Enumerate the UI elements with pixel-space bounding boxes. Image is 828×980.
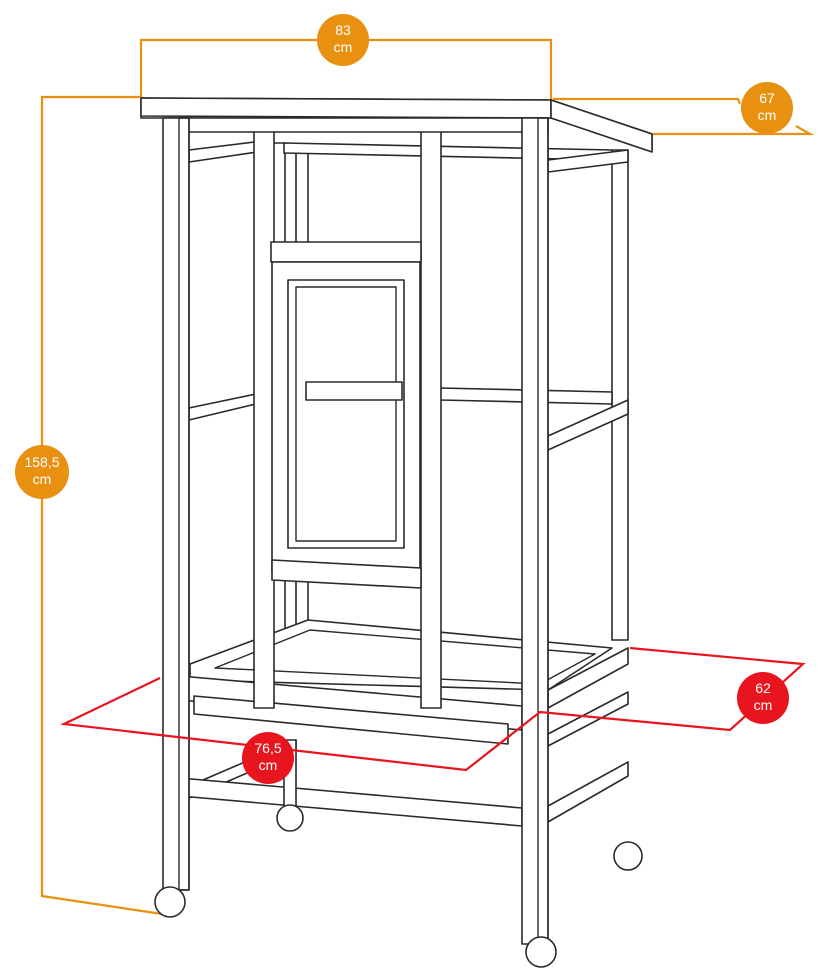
badge-top-width-unit: cm (334, 39, 353, 55)
wheel-front-right (525, 936, 557, 968)
badge-tray-depth-unit: cm (754, 697, 773, 713)
door-glass (295, 286, 397, 542)
badge-top-width: 83 cm (317, 14, 369, 66)
top-panel-side (550, 99, 653, 153)
badge-top-width-value: 83 (335, 22, 351, 38)
door-header (270, 241, 422, 263)
left-mid-side-rail (188, 393, 257, 421)
inner-left-bar (253, 127, 275, 709)
door-handle-bar (305, 381, 403, 401)
badge-tray-depth: 62 cm (737, 672, 789, 724)
lower-right-side-rail (547, 761, 629, 823)
badge-tray-width-value: 76,5 (254, 740, 281, 756)
red-dimension-lines (60, 646, 806, 772)
badge-top-depth-unit: cm (758, 107, 777, 123)
back-right-post (611, 149, 629, 641)
lower-front-rail (179, 777, 523, 827)
front-right-post (521, 117, 549, 945)
height-dimension-line (40, 95, 163, 916)
door-bottom-rail (271, 559, 422, 589)
inner-right-bar (420, 129, 442, 709)
door-inner-frame (287, 279, 405, 549)
badge-tray-width: 76,5 cm (242, 732, 294, 784)
wheel-front-left (154, 886, 186, 918)
top-panel-front-edge (140, 97, 552, 119)
top-depth-dimension-line (553, 97, 742, 105)
wheel-back-right (613, 841, 643, 871)
badge-tray-depth-value: 62 (755, 680, 771, 696)
badge-height-value: 158,5 (24, 454, 59, 470)
badge-tray-width-unit: cm (259, 757, 278, 773)
front-top-rail (163, 117, 549, 133)
top-depth-dimension-line-lower (653, 125, 815, 136)
badge-top-depth-value: 67 (759, 90, 775, 106)
cage-outline (140, 97, 653, 968)
wheel-back-left (276, 804, 304, 832)
front-left-post-edge (178, 117, 190, 891)
tray-width-dimension-line (60, 646, 806, 772)
badge-height-unit: cm (33, 471, 52, 487)
front-left-post (162, 117, 190, 891)
badge-top-depth: 67 cm (741, 82, 793, 134)
badge-height: 158,5 cm (15, 445, 69, 499)
